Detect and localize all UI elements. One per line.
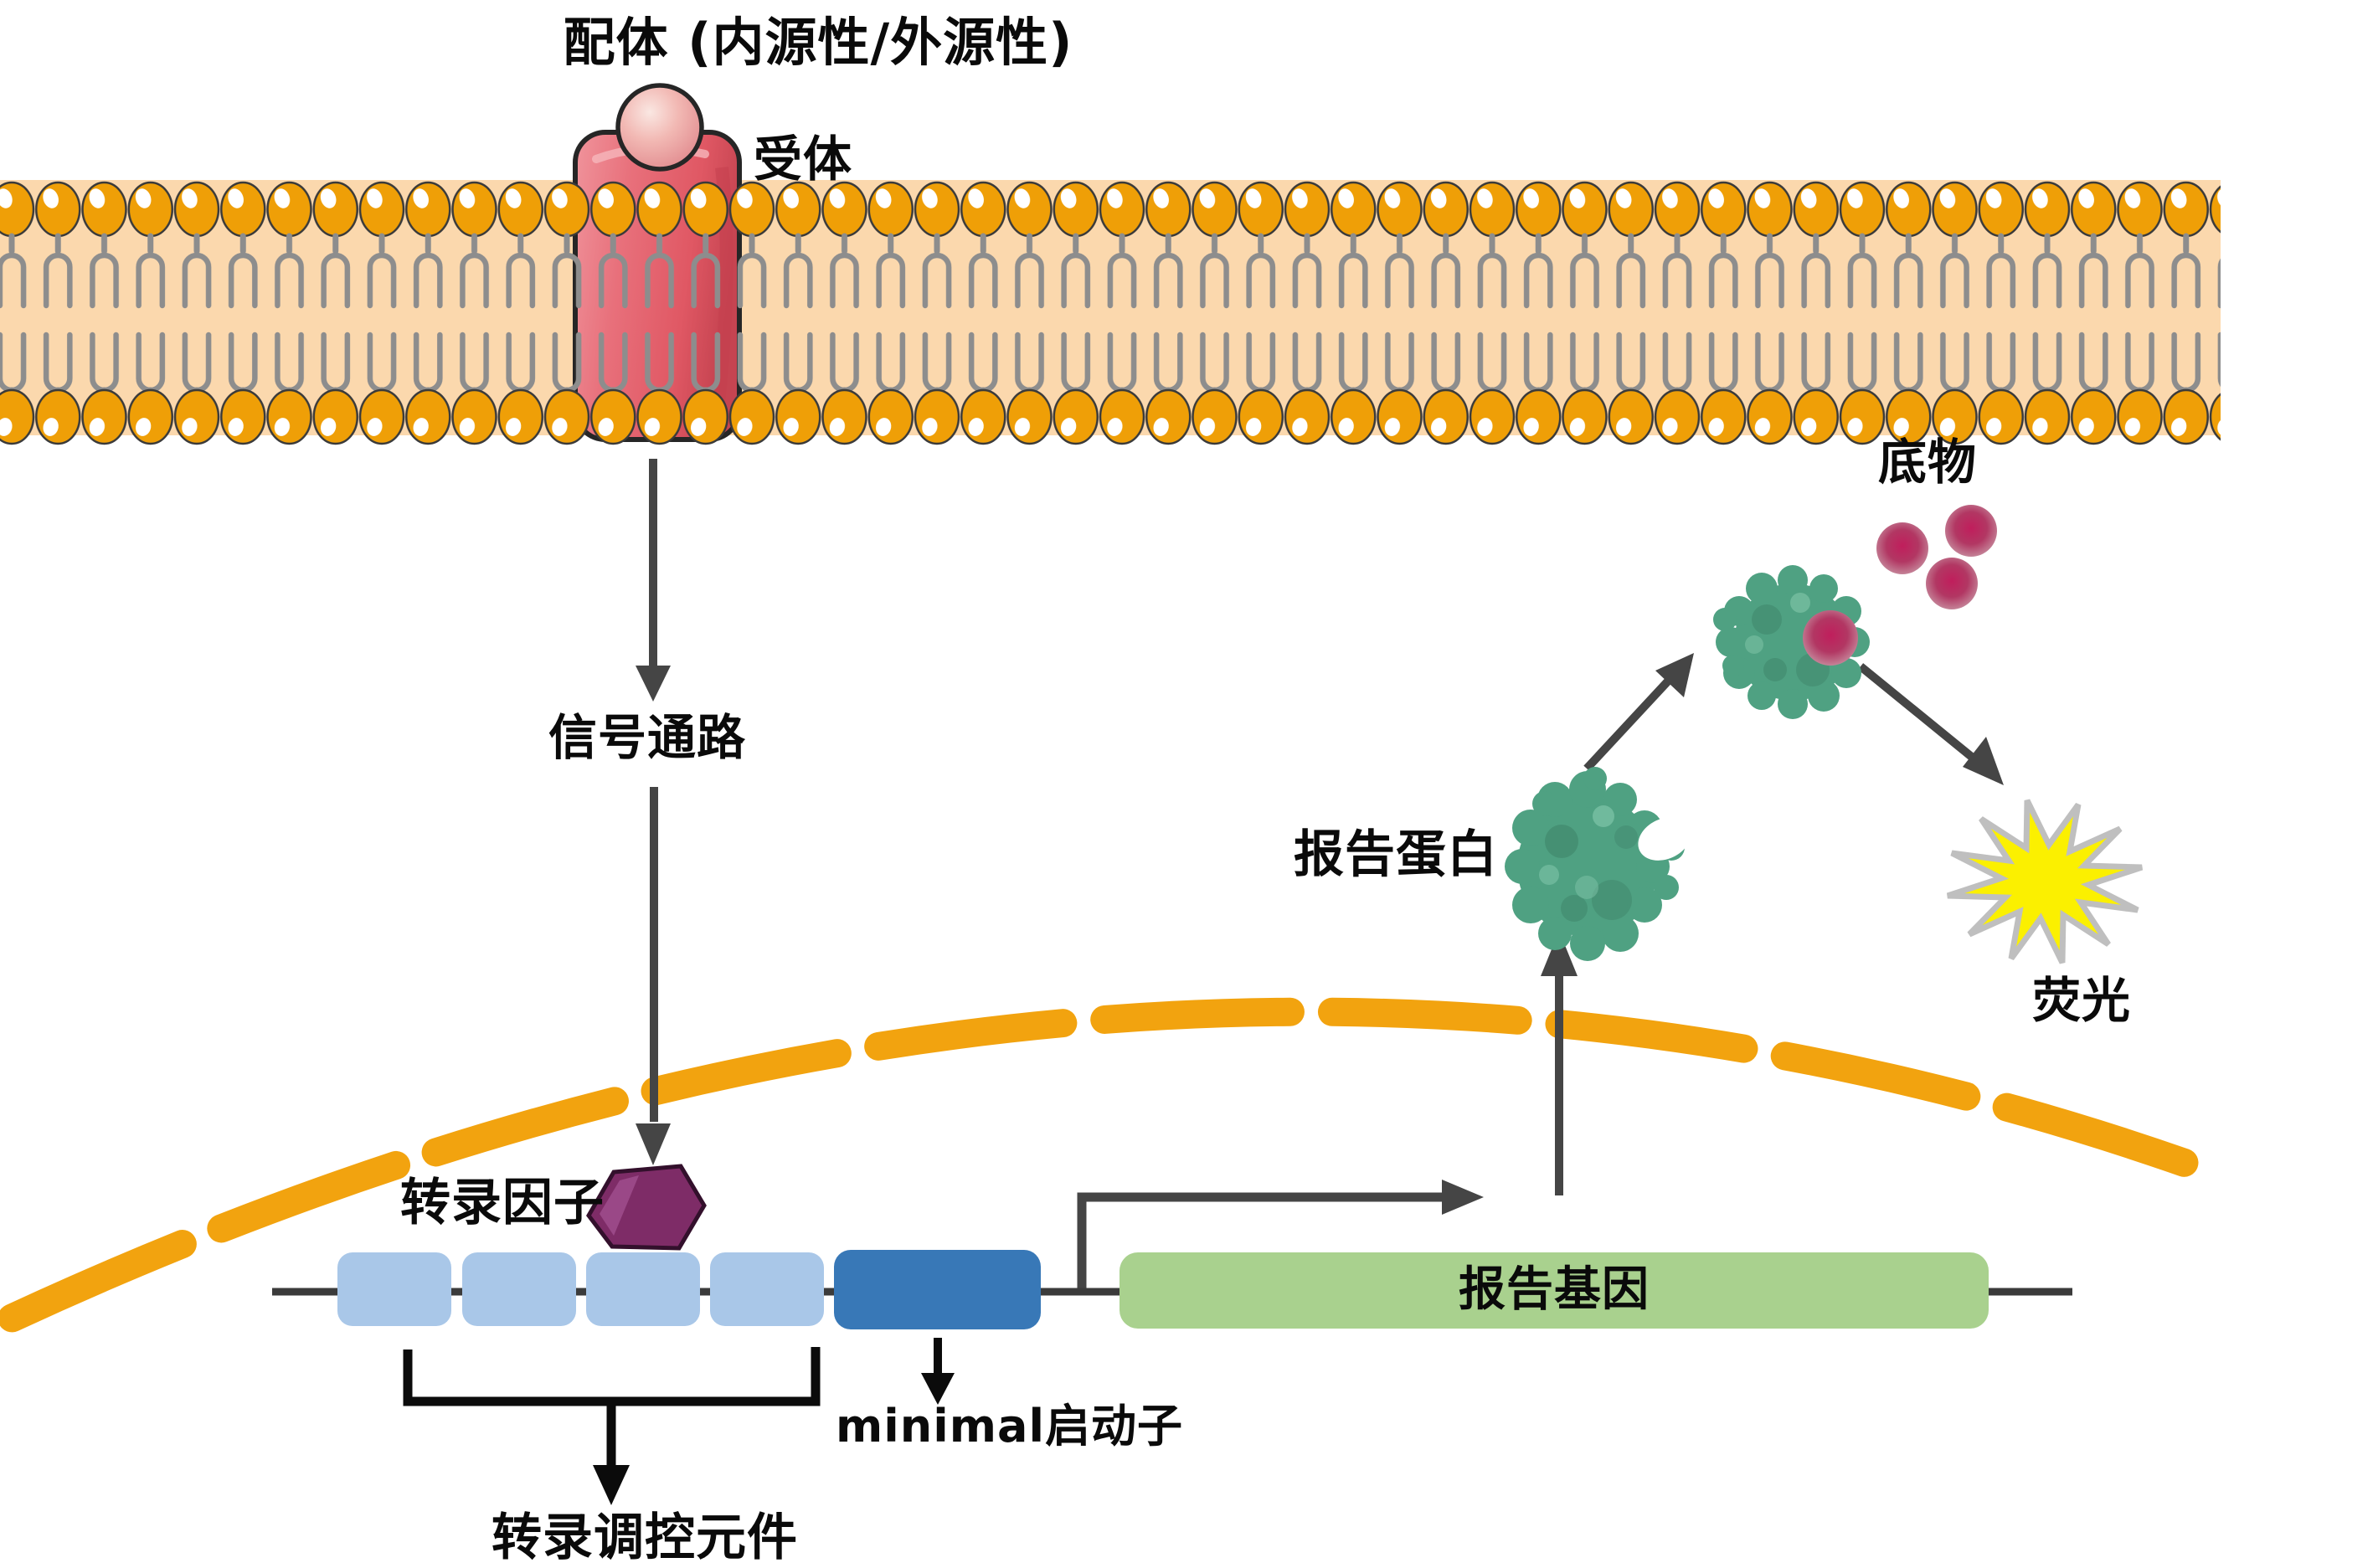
regulatory-element-box-4 (710, 1252, 824, 1326)
substrate-label: 底物 (1878, 434, 1978, 491)
minimal-promoter-box (834, 1250, 1041, 1329)
ligand-label: 配体 (内源性/外源性) (563, 12, 1073, 73)
regulatory-element-box-1 (337, 1252, 451, 1326)
regulatory-element-box-3 (586, 1252, 700, 1326)
regulatory-elements-bracket (403, 1347, 821, 1505)
protein-to-substrate-arrow (1583, 653, 1694, 772)
enzyme-substrate-blob (1713, 565, 1870, 719)
transcription-factor-hexagon (586, 1164, 707, 1251)
translation-arrow (1541, 931, 1578, 1195)
bound-substrate-sphere (1803, 610, 1858, 666)
receptor-label: 受体 (754, 131, 853, 188)
substrate-sphere-2 (1945, 505, 1997, 557)
reporter-gene-label: 报告基因 (1459, 1262, 1650, 1317)
signal-pathway-label: 信号通路 (548, 709, 747, 766)
reporter-construct (272, 1250, 2072, 1329)
substrate-sphere-1 (1876, 522, 1928, 574)
reporter-protein-label: 报告蛋白 (1294, 825, 1498, 884)
fluorescence-label: 荧光 (2032, 972, 2132, 1029)
substrate-to-fluorescence-arrow (1857, 663, 2004, 785)
ligand-sphere (615, 83, 704, 172)
receptor-to-signal-arrow (636, 459, 671, 702)
minimal-promoter-label: minimal启动子 (836, 1400, 1183, 1452)
reporter-protein-blob (1505, 767, 1691, 961)
fluorescence-star (1946, 799, 2144, 964)
substrate-sphere-3 (1926, 558, 1978, 609)
transcription-factor-label: 转录因子 (400, 1174, 605, 1232)
nuclear-membrane-arc (0, 997, 2225, 1339)
reporter-gene-box (1120, 1252, 1989, 1329)
regulatory-elements-label: 转录调控元件 (492, 1509, 798, 1567)
promoter-arrow (921, 1338, 955, 1405)
lipid-bilayer (0, 180, 2221, 448)
cell-membrane (0, 83, 2221, 448)
signal-to-tf-arrow (636, 787, 671, 1165)
substrate-spheres (1876, 505, 1997, 609)
regulatory-element-box-2 (462, 1252, 576, 1326)
transcription-start-arrow (1077, 1180, 1484, 1289)
